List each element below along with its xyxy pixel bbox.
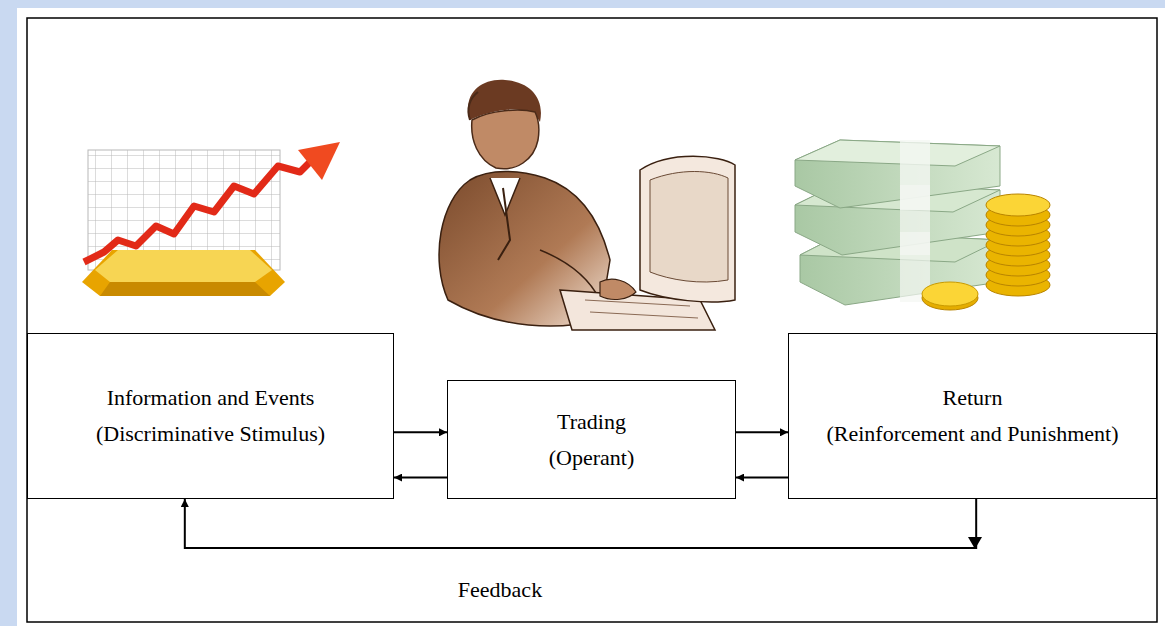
money-icon bbox=[795, 140, 1050, 310]
box-heading: Information and Events bbox=[107, 380, 315, 416]
box-heading: Trading bbox=[557, 404, 626, 440]
flow-arrow bbox=[736, 431, 788, 433]
outer-frame bbox=[27, 18, 1157, 622]
flow-arrow bbox=[394, 431, 447, 433]
rising-chart-icon bbox=[82, 142, 340, 296]
box-heading: Return bbox=[943, 380, 1003, 416]
operant-box: Trading(Operant) bbox=[447, 380, 736, 499]
reinforcement-box: Return(Reinforcement and Punishment) bbox=[788, 333, 1157, 499]
page-ground bbox=[17, 8, 1165, 626]
edge-label: Feedback bbox=[454, 576, 546, 604]
flow-arrow bbox=[394, 477, 447, 479]
trader-figure bbox=[439, 80, 735, 330]
stimulus-box: Information and Events(Discriminative St… bbox=[27, 333, 394, 499]
coin bbox=[986, 194, 1050, 216]
flow-arrow bbox=[736, 477, 788, 479]
box-subtitle: (Operant) bbox=[549, 440, 635, 476]
box-subtitle: (Reinforcement and Punishment) bbox=[826, 416, 1118, 452]
box-subtitle: (Discriminative Stimulus) bbox=[96, 416, 325, 452]
feedback-loop bbox=[185, 499, 976, 548]
